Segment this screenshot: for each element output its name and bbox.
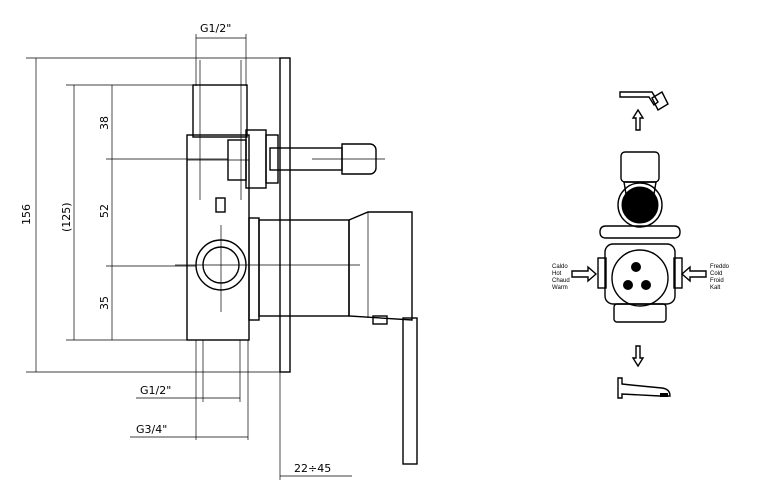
- upper-spacing-label: 38: [98, 116, 111, 130]
- wall-plate: [279, 57, 291, 373]
- cartridge-housing: [248, 217, 260, 321]
- port-2: [623, 280, 633, 290]
- bottom-thread-large-label: G3/4": [136, 423, 167, 436]
- svg-text:Hot: Hot: [552, 271, 562, 277]
- upper-tube: [192, 84, 248, 138]
- top-thread-label: G1/2": [200, 22, 231, 35]
- port-3: [641, 280, 651, 290]
- depth-range-label: 22÷45: [294, 462, 331, 475]
- dimensions: G1/2" 156 (125) 38 52 35 G1/2" G3/4" 22÷…: [20, 22, 352, 480]
- lower-spacing-label: 35: [98, 296, 111, 310]
- lever-handle: [402, 317, 418, 465]
- svg-text:Froid: Froid: [710, 278, 724, 284]
- hot-labels: Caldo Hot Chaud Warm: [552, 264, 570, 291]
- shower-head-icon: [619, 91, 669, 111]
- total-height-label: 156: [20, 204, 33, 225]
- arrow-up-icon: [631, 108, 645, 131]
- bath-spout-icon: [617, 377, 671, 399]
- svg-text:Freddo: Freddo: [710, 264, 730, 270]
- svg-text:Chaud: Chaud: [552, 278, 570, 284]
- middle-spacing-label: 52: [98, 204, 111, 218]
- arrow-down-icon: [631, 345, 645, 368]
- cold-inlet-arrow-icon: [680, 265, 707, 283]
- svg-text:Caldo: Caldo: [552, 264, 568, 270]
- svg-text:Kalt: Kalt: [710, 285, 721, 291]
- valve-body: [186, 134, 250, 341]
- cold-labels: Freddo Cold Froid Kalt: [710, 264, 730, 291]
- svg-text:Cold: Cold: [710, 271, 722, 277]
- body-height-label: (125): [60, 202, 73, 232]
- hot-inlet-arrow-icon: [571, 265, 598, 283]
- svg-text:Warm: Warm: [552, 285, 568, 291]
- diverter-hole: [621, 186, 659, 224]
- side-view: [175, 57, 418, 465]
- bottom-thread-small-label: G1/2": [140, 384, 171, 397]
- valve-front: [597, 151, 683, 323]
- port-1: [631, 262, 641, 272]
- flow-schematic: Caldo Hot Chaud Warm Freddo Cold Froid K…: [552, 91, 730, 399]
